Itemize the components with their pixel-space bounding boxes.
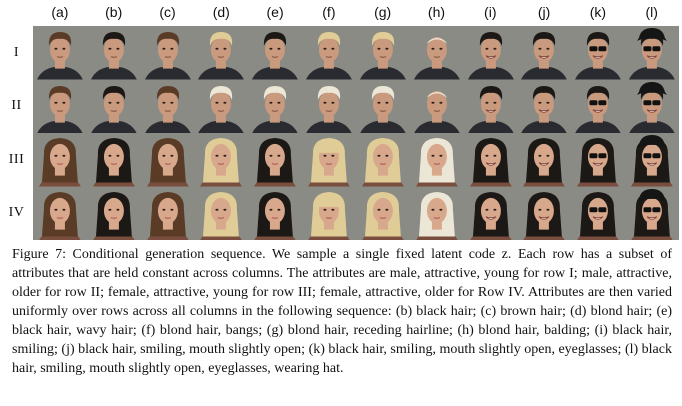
face-image bbox=[571, 133, 626, 187]
face-image bbox=[517, 186, 572, 240]
column-label: (b) bbox=[105, 4, 123, 20]
face-grid bbox=[33, 26, 679, 240]
column-label: (f) bbox=[322, 4, 336, 20]
face-image bbox=[86, 133, 141, 187]
face-image bbox=[248, 79, 303, 133]
face-image bbox=[248, 186, 303, 240]
face-image bbox=[409, 79, 464, 133]
face-image bbox=[463, 79, 518, 133]
column-label: (k) bbox=[589, 4, 607, 20]
face-image bbox=[302, 26, 356, 80]
face-image bbox=[194, 79, 249, 133]
face-image bbox=[355, 186, 410, 240]
face-image bbox=[517, 79, 572, 133]
face-image bbox=[571, 186, 626, 240]
face-image bbox=[33, 133, 87, 187]
column-label: (l) bbox=[645, 4, 658, 20]
face-image bbox=[355, 79, 410, 133]
figure-caption: Figure 7: Conditional generation sequenc… bbox=[12, 247, 672, 376]
face-image bbox=[140, 186, 195, 240]
face-image bbox=[625, 133, 679, 187]
column-labels: (a) (b) (c) (d) (e) (f) (g) (h) (i) (j) (k) (l) bbox=[33, 3, 679, 21]
face-image bbox=[302, 186, 356, 240]
face-image bbox=[625, 26, 679, 80]
column-label: (i) bbox=[484, 4, 497, 20]
row-label: II bbox=[11, 98, 22, 114]
face-image bbox=[86, 79, 141, 133]
column-label: (j) bbox=[537, 4, 551, 20]
face-image bbox=[302, 133, 356, 187]
face-image bbox=[463, 26, 518, 80]
face-image bbox=[194, 133, 249, 187]
column-label: (c) bbox=[159, 4, 176, 20]
face-image bbox=[33, 79, 87, 133]
face-image bbox=[33, 186, 87, 240]
face-image bbox=[248, 133, 303, 187]
face-image bbox=[194, 186, 249, 240]
face-image bbox=[248, 26, 303, 80]
column-label: (g) bbox=[374, 4, 392, 20]
face-image bbox=[409, 133, 464, 187]
face-image bbox=[517, 133, 572, 187]
face-image bbox=[409, 26, 464, 80]
column-label: (h) bbox=[427, 4, 446, 20]
face-image bbox=[625, 79, 679, 133]
row-label: I bbox=[13, 44, 20, 60]
face-image bbox=[571, 26, 626, 80]
column-label: (d) bbox=[212, 4, 230, 20]
column-label: (e) bbox=[266, 4, 284, 20]
face-image bbox=[194, 26, 249, 80]
face-image bbox=[140, 26, 195, 80]
face-image bbox=[409, 186, 464, 240]
face-image bbox=[463, 186, 518, 240]
face-image bbox=[140, 79, 195, 133]
face-image bbox=[33, 26, 87, 80]
face-image bbox=[86, 26, 141, 80]
face-image bbox=[302, 79, 356, 133]
face-image bbox=[463, 133, 518, 187]
face-image bbox=[625, 186, 679, 240]
face-image bbox=[571, 79, 626, 133]
row-label: IV bbox=[8, 205, 25, 221]
face-image bbox=[86, 186, 141, 240]
face-image bbox=[355, 133, 410, 187]
row-label: III bbox=[8, 151, 25, 167]
face-image bbox=[355, 26, 410, 80]
face-image bbox=[140, 133, 195, 187]
column-label: (a) bbox=[51, 4, 69, 20]
face-image bbox=[517, 26, 572, 80]
